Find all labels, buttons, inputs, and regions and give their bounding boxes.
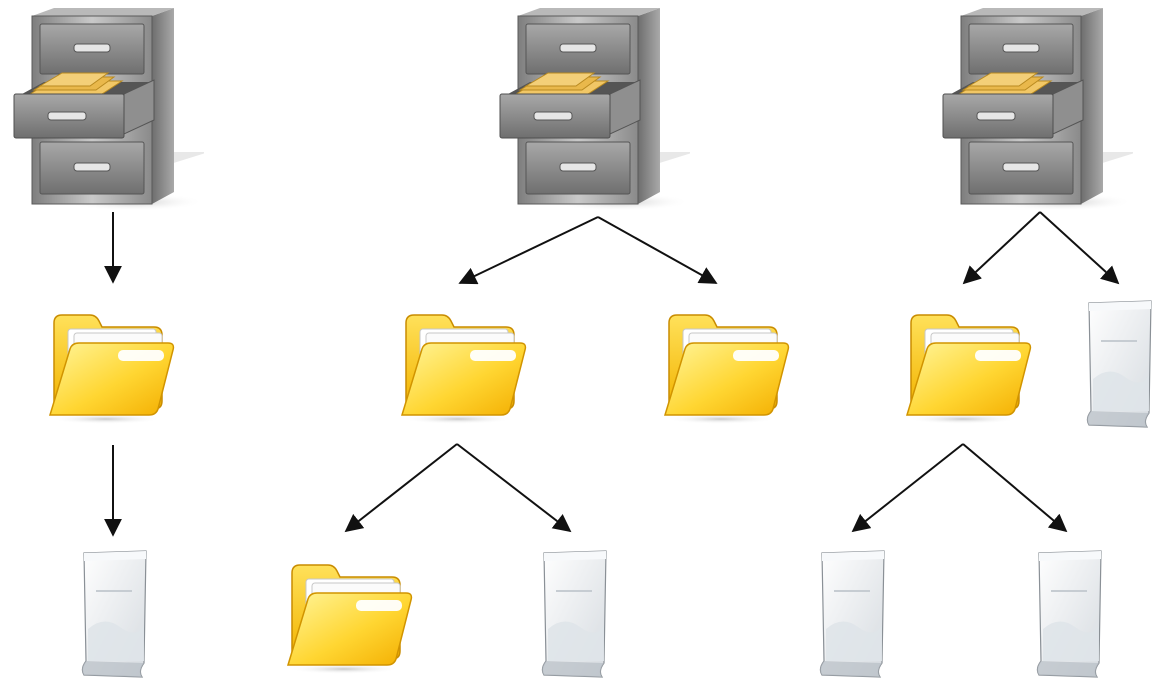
document-icon [1029,545,1109,679]
arrow-cabinet2-to-folder2b [597,216,718,284]
document-icon [534,545,614,679]
folder-icon [398,305,528,425]
arrow-cabinet3-to-folder3 [962,211,1041,285]
document-icon [1079,295,1155,430]
document-icon [812,545,892,679]
filing-cabinet-icon [933,2,1133,212]
filing-cabinet-icon [4,2,204,212]
filing-cabinet-icon [490,2,690,212]
arrow-folder3-to-doc3b [851,443,964,533]
arrow-folder2a-to-folder2c [344,443,458,533]
folder-icon [284,555,414,675]
arrow-cabinet2-to-folder2a [458,216,599,285]
arrow-folder3-to-doc3c [962,443,1068,533]
document-icon [74,545,154,679]
folder-icon [46,305,176,425]
arrow-cabinet3-to-doc3a [1039,211,1120,285]
folder-icon [661,305,791,425]
arrow-folder2a-to-doc2 [456,443,572,533]
folder-icon [903,305,1033,425]
